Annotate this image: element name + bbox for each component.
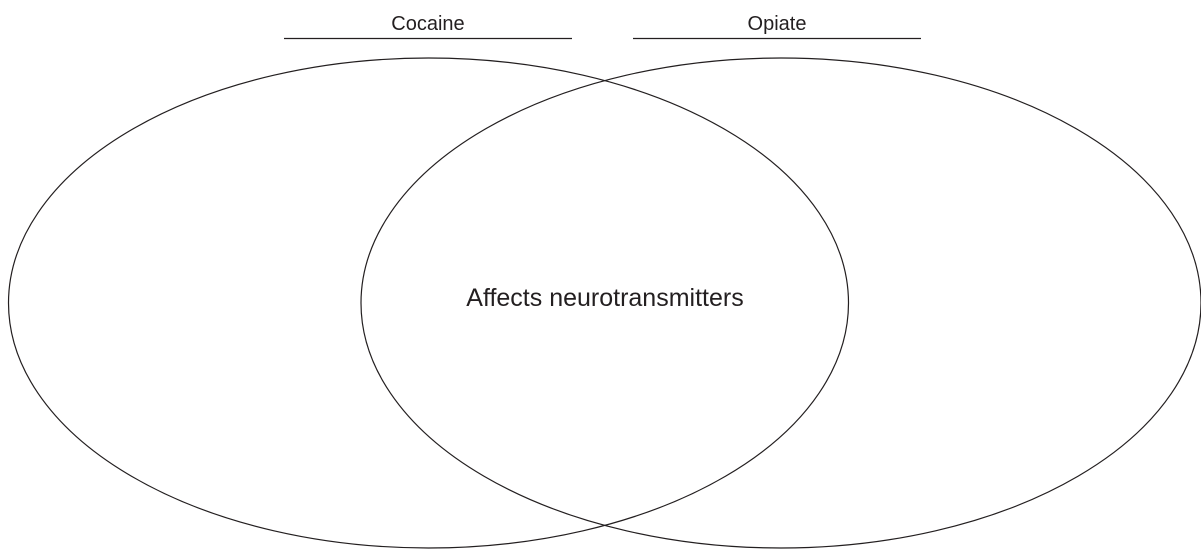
right-set-title: Opiate <box>747 13 807 35</box>
left-set-ellipse <box>7 57 850 549</box>
left-set-title: Cocaine <box>391 13 465 35</box>
right-set-ellipse <box>360 57 1201 549</box>
intersection-label: Affects neurotransmitters <box>466 284 744 312</box>
